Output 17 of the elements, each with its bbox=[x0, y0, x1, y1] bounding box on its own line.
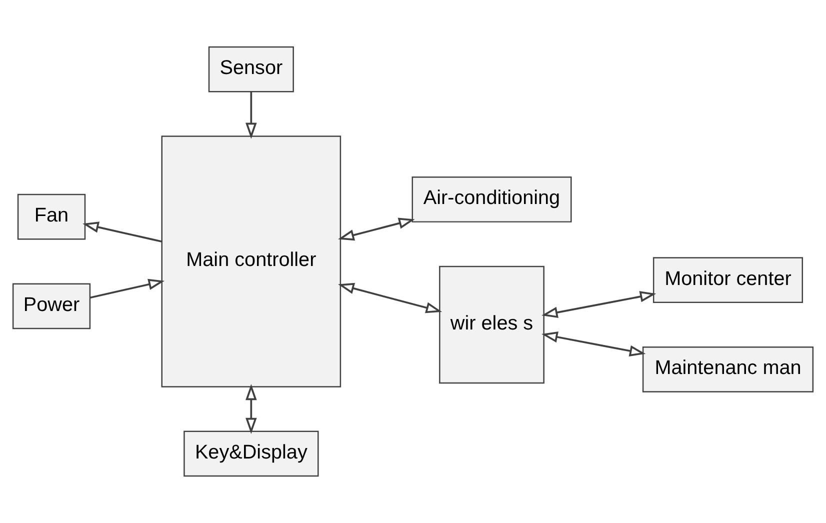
node-box: Sensor bbox=[208, 46, 294, 92]
arrow bbox=[246, 92, 257, 139]
node-box: wir eles s bbox=[439, 266, 544, 384]
node-box: Key&Display bbox=[184, 430, 319, 477]
node-box: Maintenanc man bbox=[642, 346, 814, 392]
arrow bbox=[338, 282, 442, 314]
node-box: Power bbox=[12, 283, 91, 330]
node-box: Fan bbox=[17, 194, 86, 240]
arrow bbox=[246, 384, 257, 434]
arrow bbox=[542, 332, 646, 356]
node-box: Air-conditioning bbox=[412, 176, 572, 222]
arrow bbox=[82, 222, 162, 242]
arrow bbox=[542, 291, 656, 318]
arrow bbox=[90, 278, 165, 299]
node-box: Main controller bbox=[161, 136, 342, 388]
arrow bbox=[338, 218, 415, 241]
node-box: Monitor center bbox=[652, 257, 804, 304]
